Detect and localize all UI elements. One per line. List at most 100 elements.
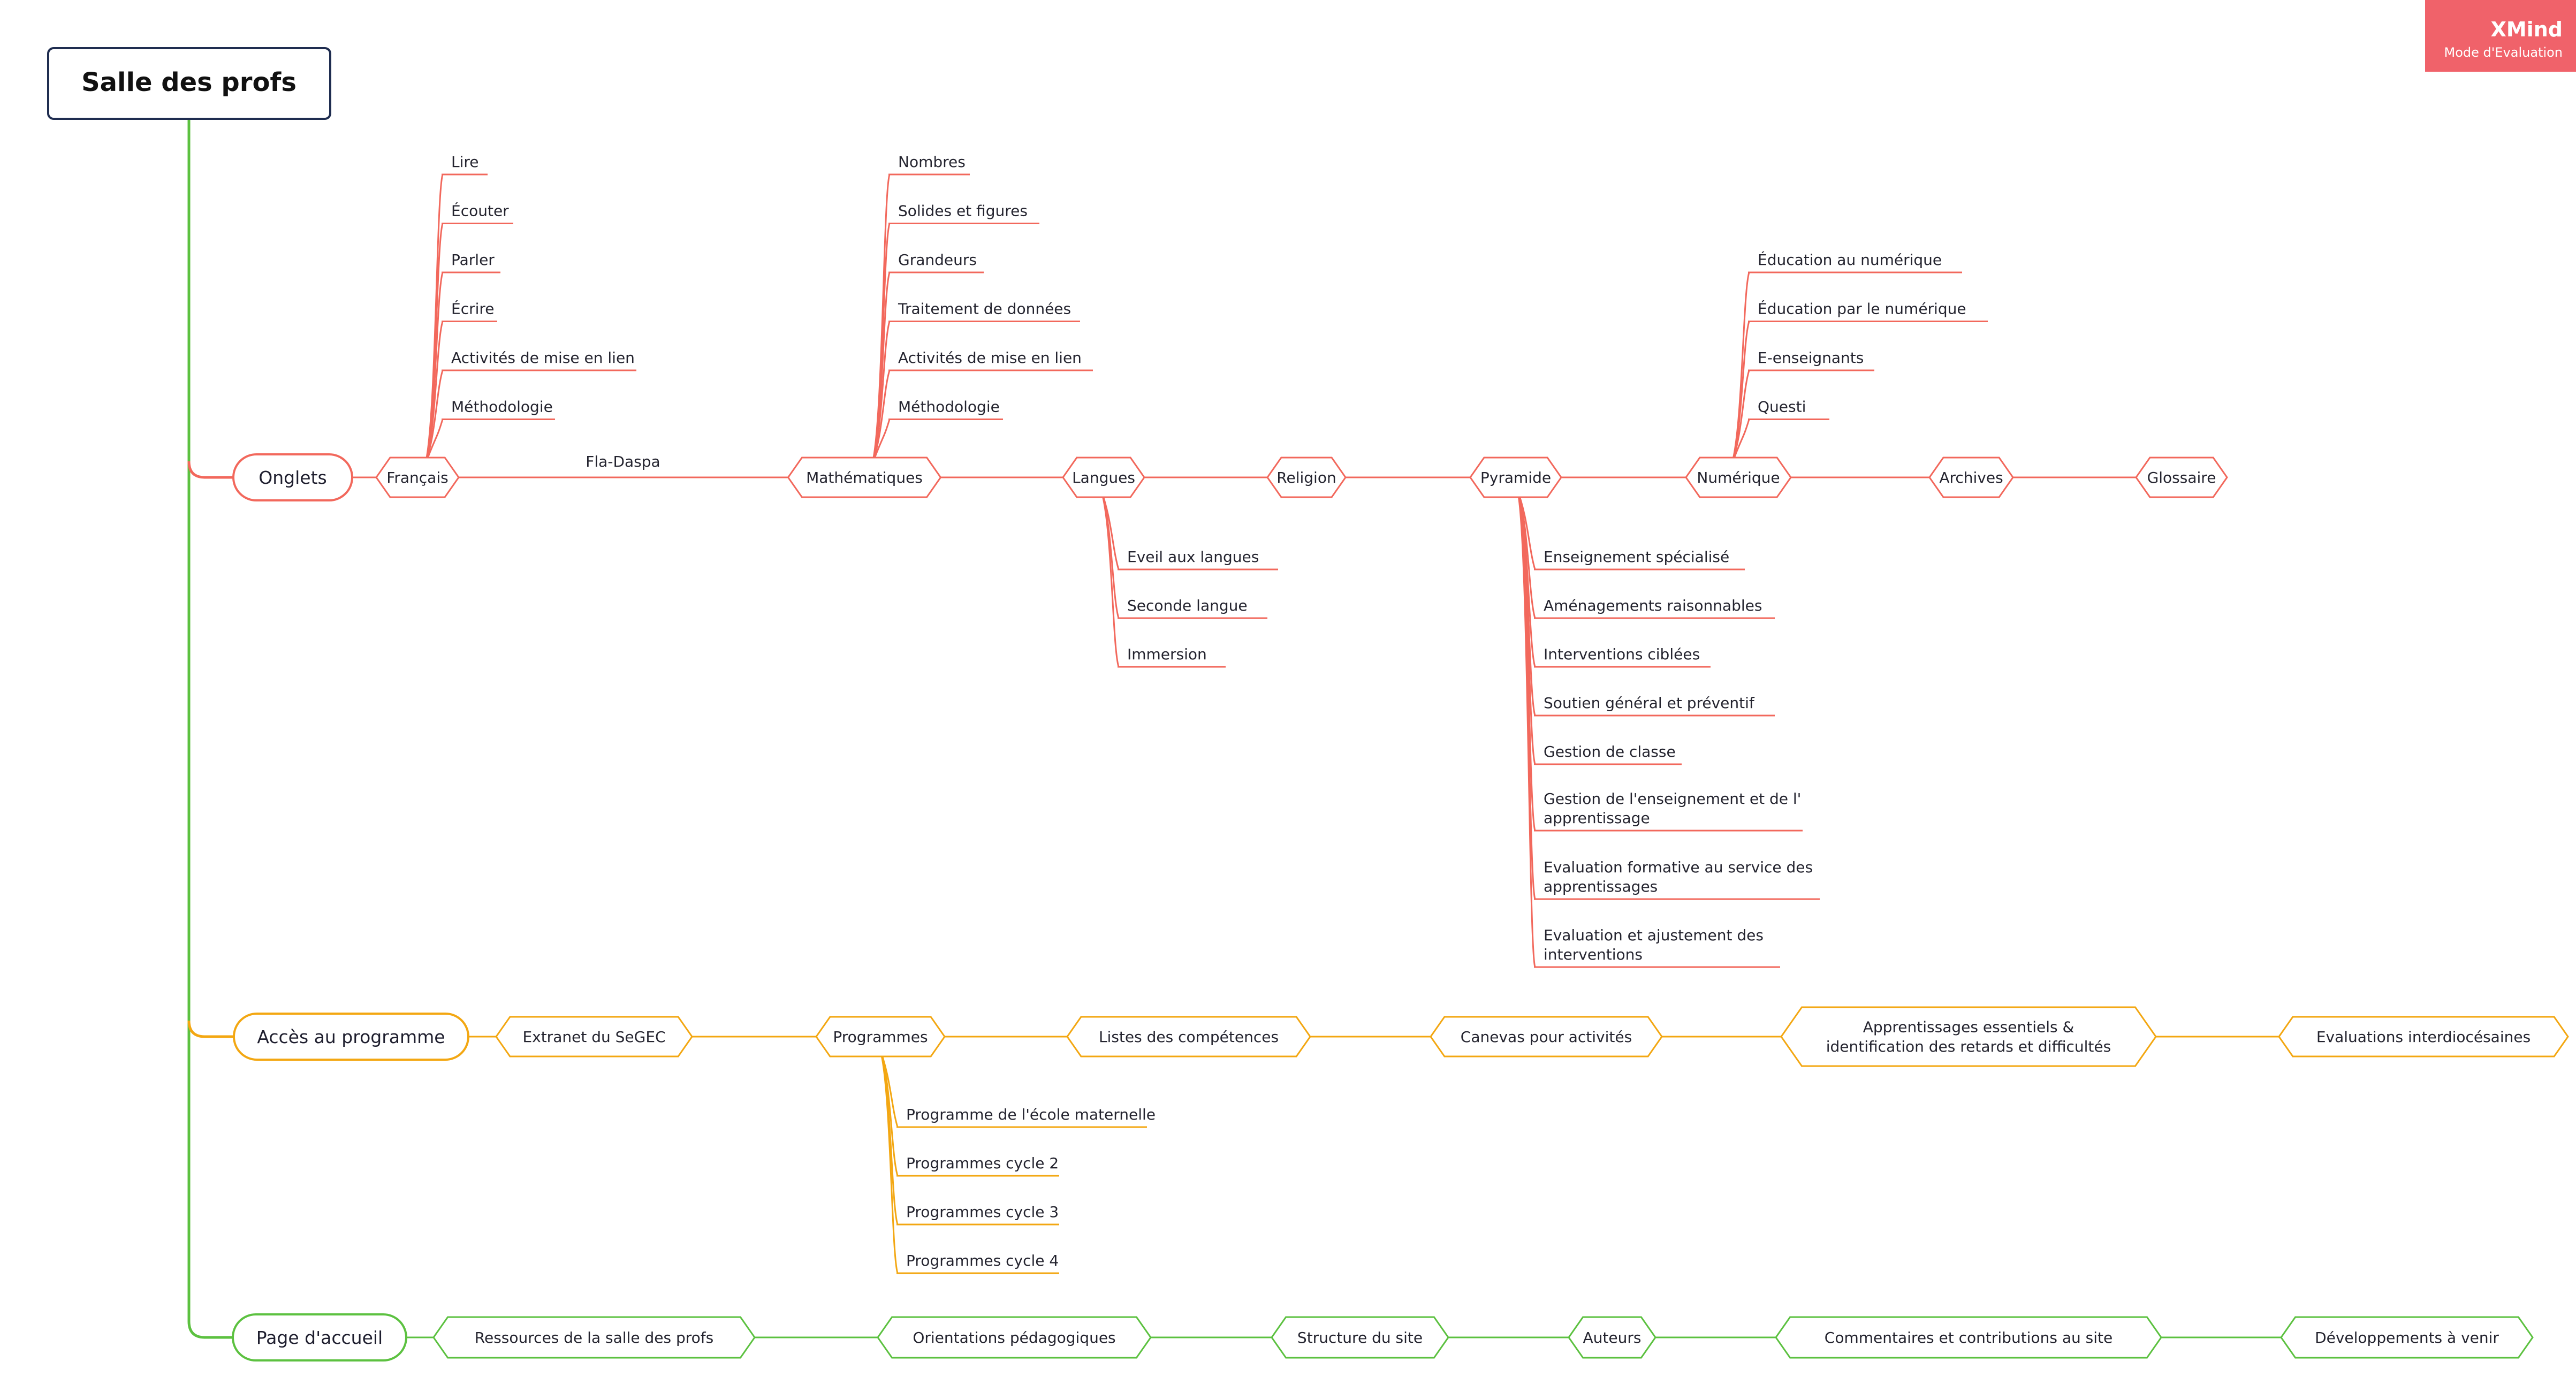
subtopic-2-2[interactable]: Immersion bbox=[1118, 645, 1226, 668]
topic-1-acces[interactable]: Programmes bbox=[815, 1016, 946, 1058]
topic-0-onglets-shape bbox=[375, 457, 460, 498]
subtopic-0-5[interactable]: Méthodologie bbox=[442, 398, 555, 420]
subtopic-4-3[interactable]: Soutien général et préventif bbox=[1534, 694, 1775, 717]
topic-4-onglets-label: Pyramide bbox=[1480, 469, 1551, 486]
topic-5-acces-shape bbox=[2278, 1016, 2569, 1058]
fan-connector bbox=[1516, 488, 1536, 968]
subtopic-acces-1-label: Programmes cycle 2 bbox=[906, 1154, 1059, 1172]
topic-accueil-label: Page d'accueil bbox=[256, 1327, 383, 1348]
subtopic-4-2[interactable]: Interventions ciblées bbox=[1534, 645, 1711, 668]
topic-1-accueil[interactable]: Orientations pédagogiques bbox=[877, 1316, 1152, 1359]
topic-1-onglets-shape bbox=[787, 457, 942, 498]
subtopic-4-6[interactable]: Evaluation formative au service desappre… bbox=[1534, 858, 1820, 900]
subtopic-1-4[interactable]: Activités de mise en lien bbox=[888, 349, 1093, 371]
topic-2-onglets-label: Langues bbox=[1072, 469, 1135, 486]
subtopic-0-5-label: Méthodologie bbox=[451, 398, 553, 416]
topic-2-onglets[interactable]: Langues bbox=[1062, 457, 1145, 498]
subtopic-5-2[interactable]: E-enseignants bbox=[1748, 349, 1874, 371]
subtopic-acces-3-label: Programmes cycle 4 bbox=[906, 1252, 1059, 1269]
subtopic-1-5[interactable]: Méthodologie bbox=[888, 398, 1003, 420]
topic-0-accueil-label: Ressources de la salle des profs bbox=[475, 1329, 713, 1347]
topic-5-onglets-shape bbox=[1685, 457, 1792, 498]
topic-2-acces[interactable]: Listes des compétences bbox=[1066, 1016, 1311, 1058]
topic-0-accueil-shape bbox=[432, 1316, 756, 1359]
subtopic-1-1-label: Solides et figures bbox=[898, 202, 1028, 220]
subtopic-1-1[interactable]: Solides et figures bbox=[888, 202, 1039, 224]
topic-7-onglets[interactable]: Glossaire bbox=[2135, 457, 2228, 498]
subtopic-2-0[interactable]: Eveil aux langues bbox=[1118, 548, 1278, 571]
subtopic-1-3[interactable]: Traitement de données bbox=[888, 300, 1080, 322]
subtopic-acces-3[interactable]: Programmes cycle 4 bbox=[896, 1252, 1059, 1274]
topic-4-acces[interactable]: Apprentissages essentiels &identificatio… bbox=[1780, 1006, 2157, 1067]
topic-accueil[interactable]: Page d'accueil bbox=[232, 1313, 407, 1361]
topic-3-acces[interactable]: Canevas pour activités bbox=[1430, 1016, 1663, 1058]
subtopic-0-0[interactable]: Lire bbox=[442, 153, 488, 176]
subtopic-0-2[interactable]: Parler bbox=[442, 251, 500, 273]
subtopic-2-1[interactable]: Seconde langue bbox=[1118, 597, 1267, 619]
topic-0-acces[interactable]: Extranet du SeGEC bbox=[495, 1016, 693, 1058]
topic-3-onglets-shape bbox=[1266, 457, 1347, 498]
root-topic-label: Salle des profs bbox=[81, 67, 297, 97]
subtopic-0-1[interactable]: Écouter bbox=[442, 202, 513, 224]
subtopic-1-5-label: Méthodologie bbox=[898, 398, 1000, 416]
topic-acces[interactable]: Accès au programme bbox=[233, 1013, 469, 1061]
fan-connector bbox=[878, 1047, 899, 1274]
subtopic-acces-2[interactable]: Programmes cycle 3 bbox=[896, 1203, 1059, 1226]
topic-4-acces-label: Apprentissages essentiels & bbox=[1863, 1018, 2075, 1036]
topic-2-acces-shape bbox=[1066, 1016, 1311, 1058]
subtopic-4-0[interactable]: Enseignement spécialisé bbox=[1534, 548, 1745, 571]
topic-6-onglets-shape bbox=[1928, 457, 2014, 498]
subtopic-2-1-label: Seconde langue bbox=[1127, 597, 1248, 614]
subtopic-0-4[interactable]: Activités de mise en lien bbox=[442, 349, 636, 371]
topic-onglets[interactable]: Onglets bbox=[232, 453, 353, 501]
topic-3-onglets[interactable]: Religion bbox=[1266, 457, 1347, 498]
topic-0-onglets[interactable]: Français bbox=[375, 457, 460, 498]
watermark-brand: XMind bbox=[2491, 18, 2563, 41]
subtopic-4-5[interactable]: Gestion de l'enseignement et de l'appren… bbox=[1534, 790, 1803, 832]
topic-4-accueil-label: Commentaires et contributions au site bbox=[1825, 1329, 2113, 1347]
subtopic-0-0-label: Lire bbox=[451, 153, 479, 171]
topic-4-onglets[interactable]: Pyramide bbox=[1469, 457, 1562, 498]
topic-3-accueil[interactable]: Auteurs bbox=[1568, 1316, 1656, 1359]
subtopic-4-1[interactable]: Aménagements raisonnables bbox=[1534, 597, 1775, 619]
fan-connector bbox=[423, 174, 444, 467]
topic-6-onglets[interactable]: Archives bbox=[1928, 457, 2014, 498]
subtopic-4-6-label: apprentissages bbox=[1544, 878, 1658, 895]
subtopic-1-2[interactable]: Grandeurs bbox=[888, 251, 984, 273]
topic-2-accueil[interactable]: Structure du site bbox=[1271, 1316, 1449, 1359]
subtopic-acces-0[interactable]: Programme de l'école maternelle bbox=[896, 1106, 1156, 1128]
topic-4-accueil[interactable]: Commentaires et contributions au site bbox=[1775, 1316, 2162, 1359]
subtopic-5-1[interactable]: Éducation par le numérique bbox=[1748, 300, 1988, 322]
root-topic[interactable]: Salle des profs bbox=[47, 47, 331, 120]
subtopic-4-1-label: Aménagements raisonnables bbox=[1544, 597, 1762, 614]
subtopic-acces-0-label: Programme de l'école maternelle bbox=[906, 1106, 1156, 1123]
topic-3-acces-label: Canevas pour activités bbox=[1461, 1028, 1632, 1046]
subtopic-5-0[interactable]: Éducation au numérique bbox=[1748, 250, 1962, 273]
topic-3-accueil-label: Auteurs bbox=[1583, 1329, 1642, 1347]
subtopic-0-3[interactable]: Écrire bbox=[442, 300, 497, 322]
subtopic-5-2-label: E-enseignants bbox=[1758, 349, 1864, 367]
topic-5-acces[interactable]: Evaluations interdiocésaines bbox=[2278, 1016, 2569, 1058]
topic-1-onglets[interactable]: Mathématiques bbox=[787, 457, 942, 498]
subtopic-4-7-label: interventions bbox=[1544, 946, 1643, 963]
topic-5-acces-label: Evaluations interdiocésaines bbox=[2316, 1028, 2531, 1046]
topic-5-onglets-label: Numérique bbox=[1697, 469, 1780, 486]
topic-5-accueil[interactable]: Développements à venir bbox=[2280, 1316, 2534, 1359]
subtopic-acces-1[interactable]: Programmes cycle 2 bbox=[896, 1154, 1059, 1177]
connector-lines bbox=[187, 119, 2281, 1339]
topic-2-acces-label: Listes des compétences bbox=[1099, 1028, 1279, 1046]
xmind-watermark: XMind Mode d'Evaluation bbox=[2425, 0, 2576, 72]
topic-0-accueil[interactable]: Ressources de la salle des profs bbox=[432, 1316, 756, 1359]
topic-2-accueil-shape bbox=[1271, 1316, 1449, 1359]
topic-5-onglets[interactable]: Numérique bbox=[1685, 457, 1792, 498]
topic-onglets-shape bbox=[232, 453, 353, 501]
topic-3-acces-shape bbox=[1430, 1016, 1663, 1058]
subtopic-1-0[interactable]: Nombres bbox=[888, 153, 970, 176]
fan-connector bbox=[1730, 272, 1750, 467]
subtopic-5-3[interactable]: Questi bbox=[1748, 398, 1829, 420]
subtopic-0-2-label: Parler bbox=[451, 251, 495, 269]
subtopic-4-7[interactable]: Evaluation et ajustement desintervention… bbox=[1534, 926, 1780, 968]
subtopic-4-4[interactable]: Gestion de classe bbox=[1534, 743, 1682, 765]
topic-0-acces-shape bbox=[495, 1016, 693, 1058]
topic-acces-shape bbox=[233, 1013, 469, 1061]
